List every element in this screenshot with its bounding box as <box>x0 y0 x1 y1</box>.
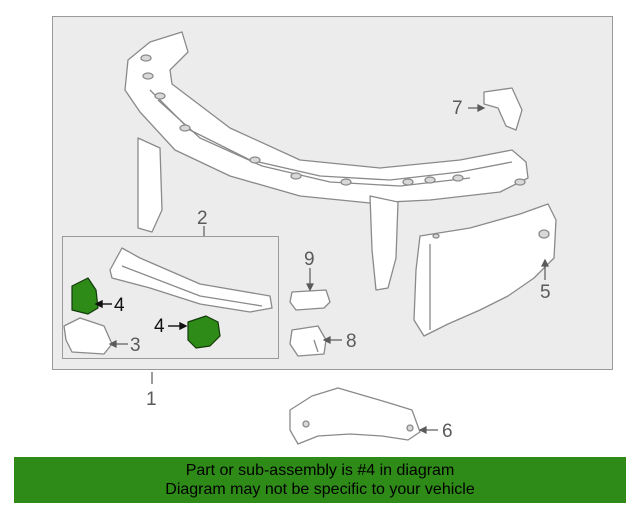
part-9-insulator <box>289 289 331 311</box>
upper-tie-bar <box>124 31 529 204</box>
callout-1: 1 <box>146 389 157 410</box>
callout-8: 8 <box>346 331 357 352</box>
part-4-mount-left <box>71 277 99 315</box>
part-4-mount-right <box>187 315 221 349</box>
part-3-bracket <box>63 317 113 355</box>
part-8-insulator <box>289 325 327 357</box>
callout-5: 5 <box>540 282 551 303</box>
callout-4-right: 4 <box>154 316 165 337</box>
part-7-bracket <box>483 87 523 131</box>
right-support-leg <box>369 195 399 291</box>
callout-9: 9 <box>304 249 315 270</box>
part-5-baffle <box>413 203 557 337</box>
callout-6: 6 <box>442 421 453 442</box>
callout-3: 3 <box>130 335 141 356</box>
sub-assembly-box <box>62 236 279 359</box>
left-support-leg <box>137 137 163 233</box>
callout-7: 7 <box>452 98 463 119</box>
part-6-bracket <box>289 387 421 445</box>
banner-line-1: Part or sub-assembly is #4 in diagram <box>185 462 455 479</box>
banner-line-2: Diagram may not be specific to your vehi… <box>165 481 475 498</box>
callout-2: 2 <box>197 208 208 229</box>
callout-4-left: 4 <box>114 295 125 316</box>
part-2-lower-bar <box>109 247 273 313</box>
info-banner: Part or sub-assembly is #4 in diagram Di… <box>14 457 626 503</box>
